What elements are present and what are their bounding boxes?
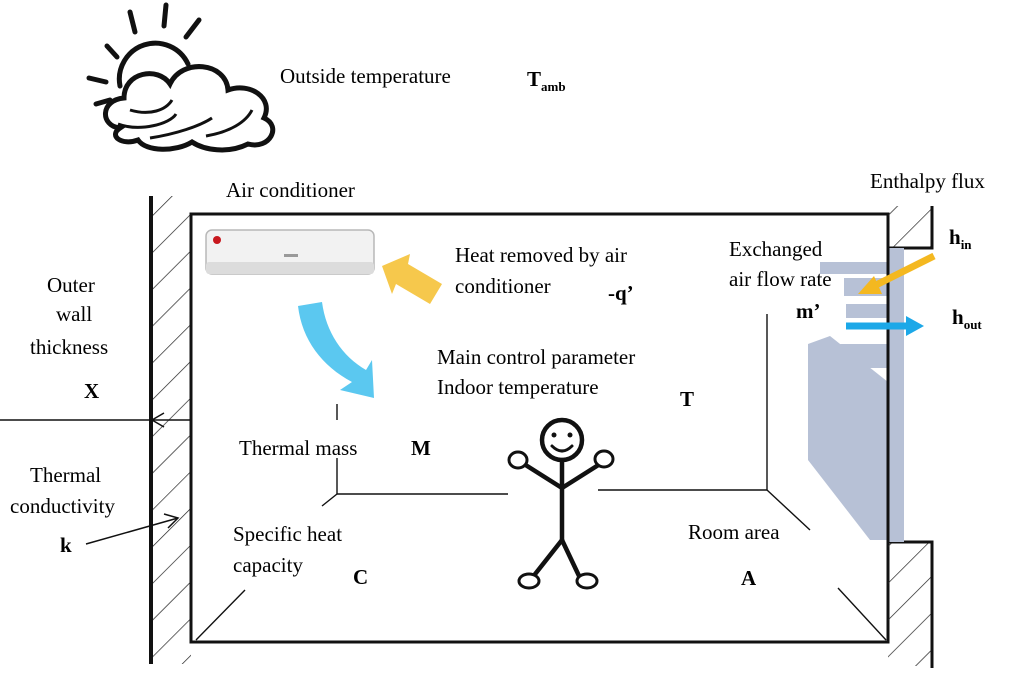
exchanged-label-line2: air flow rate: [729, 267, 832, 291]
window-icon: [808, 248, 904, 542]
cloud-icon: [103, 64, 276, 153]
a-symbol: A: [741, 566, 757, 590]
thickness-arrow: [0, 412, 191, 428]
k-symbol: k: [60, 533, 72, 557]
outside-temperature-label: Outside temperature: [280, 64, 451, 88]
m-prime-symbol: m’: [796, 299, 821, 323]
heat-removed-label-line2: conditioner: [455, 274, 551, 298]
stick-figure-icon: [507, 417, 615, 590]
t-symbol: T: [680, 387, 694, 411]
air-conditioner-label: Air conditioner: [226, 178, 355, 202]
specific-heat-label-line1: Specific heat: [233, 522, 342, 546]
outer-wall-label-line1: Outer: [47, 273, 95, 297]
c-symbol: C: [353, 565, 368, 589]
room-perspective-lines: [195, 314, 887, 641]
outer-wall-label-line2: wall: [56, 302, 92, 326]
enthalpy-flux-label: Enthalpy flux: [870, 169, 985, 193]
right-wall-top-hatching: [888, 206, 932, 248]
main-control-label-line2: Indoor temperature: [437, 375, 599, 399]
thermal-conductivity-label-line2: conductivity: [10, 494, 115, 518]
outer-wall-hatching: [151, 196, 191, 664]
specific-heat-label-line2: capacity: [233, 553, 303, 577]
right-wall-bottom-hatching: [888, 542, 932, 666]
thermal-conductivity-label-line1: Thermal: [30, 463, 101, 487]
outer-wall-label-line3: thickness: [30, 335, 108, 359]
thermal-mass-label: Thermal mass: [239, 436, 357, 460]
cold-air-arrow: [298, 302, 374, 398]
air-conditioner-icon: [205, 229, 375, 275]
m-symbol: M: [411, 436, 431, 460]
conductivity-arrow: [85, 513, 180, 545]
h-in-symbol: hin: [949, 225, 972, 252]
heat-removed-label-line1: Heat removed by air: [455, 243, 627, 267]
room-area-label: Room area: [688, 520, 780, 544]
heat-removed-arrow: [382, 254, 442, 304]
h-in-arrow: [858, 252, 936, 294]
exchanged-label-line1: Exchanged: [729, 237, 823, 261]
x-symbol: X: [84, 379, 99, 403]
q-prime-symbol: -q’: [608, 281, 634, 305]
h-out-symbol: hout: [952, 305, 982, 332]
t-amb-symbol: Tamb: [527, 67, 566, 94]
sun-icon: [86, 2, 202, 107]
h-out-arrow: [846, 316, 924, 336]
main-control-label-line1: Main control parameter: [437, 345, 635, 369]
